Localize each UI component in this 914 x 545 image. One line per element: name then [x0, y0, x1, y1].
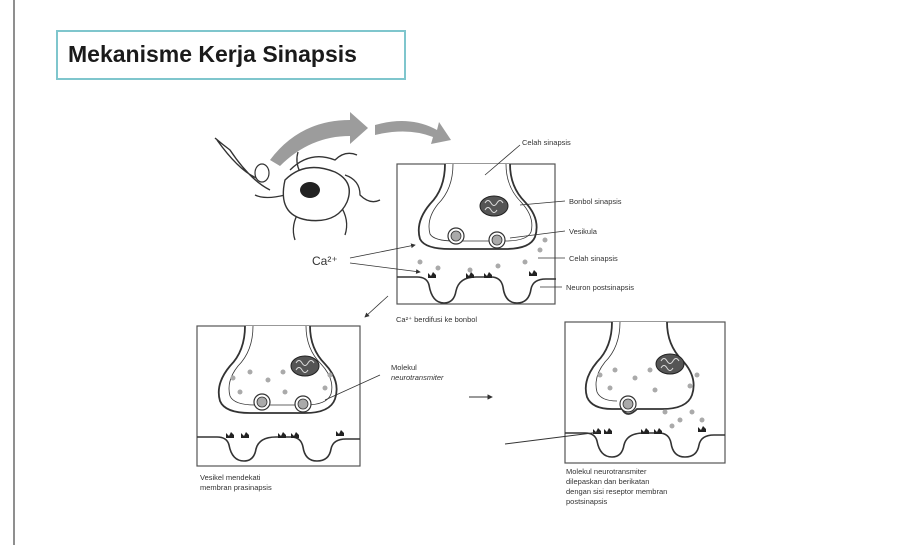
label-bonbol-sinapsis: Bonbol sinapsis — [569, 197, 622, 206]
caption-molekul-2: dilepaskan dan berikatan — [566, 477, 649, 486]
bottom-right-synapse-panel — [565, 322, 725, 463]
label-molekul-2: neurotransmiter — [391, 373, 444, 382]
label-ca-ion: Ca²⁺ — [312, 254, 338, 268]
label-neuron-postsinapsis: Neuron postsinapsis — [566, 283, 634, 292]
label-molekul-1: Molekul — [391, 363, 417, 372]
curved-arrow-2 — [375, 121, 451, 144]
curved-arrow-1 — [270, 112, 368, 166]
caption-vesikel-1: Vesikel mendekati — [200, 473, 261, 482]
label-vesikula: Vesikula — [569, 227, 598, 236]
label-celah-sinapsis-top: Celah sinapsis — [522, 138, 571, 147]
caption-molekul-3: dengan sisi reseptor membran — [566, 487, 667, 496]
label-ca-caption: Ca²⁺ berdifusi ke bonbol — [396, 315, 477, 324]
neuron-illustration — [215, 138, 380, 240]
caption-vesikel-2: membran prasinapsis — [200, 483, 272, 492]
top-synapse-panel — [397, 164, 556, 304]
caption-molekul-4: postsinapsis — [566, 497, 608, 506]
bottom-left-synapse-panel — [197, 326, 360, 466]
caption-molekul-1: Molekul neurotransmiter — [566, 467, 647, 476]
label-celah-sinapsis-mid: Celah sinapsis — [569, 254, 618, 263]
